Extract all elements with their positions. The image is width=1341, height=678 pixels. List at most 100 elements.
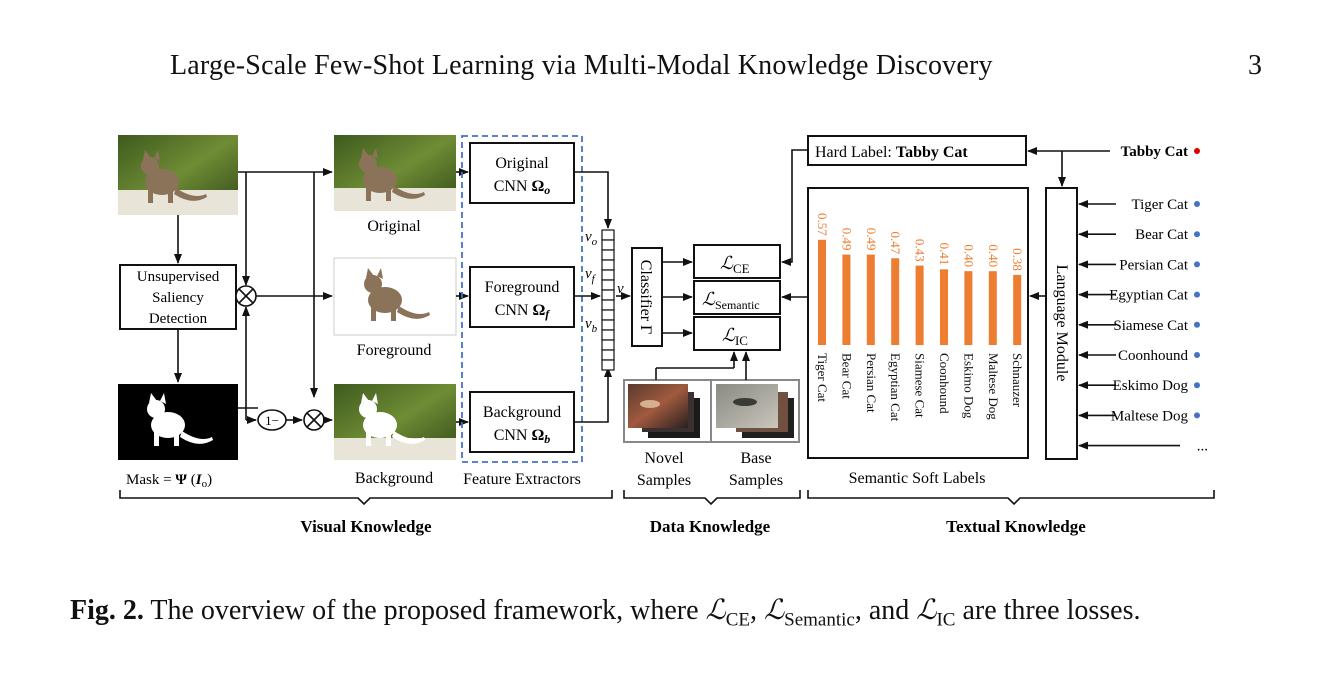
soft-label-bar bbox=[915, 265, 924, 345]
classifier-box bbox=[631, 247, 663, 347]
saliency-line-3: Detection bbox=[149, 311, 208, 327]
textual-knowledge-label: Textual Knowledge bbox=[946, 517, 1086, 536]
vector-cell bbox=[601, 329, 615, 341]
page-number: 3 bbox=[1248, 50, 1262, 81]
foreground-cnn-box bbox=[469, 266, 575, 328]
background-image-label: Background bbox=[355, 470, 433, 487]
vector-cell bbox=[601, 319, 615, 331]
class-name-dot bbox=[1194, 291, 1200, 298]
background-cnn-line1: Background bbox=[483, 404, 561, 421]
textual-knowledge-brace bbox=[807, 490, 1215, 506]
data-knowledge-brace bbox=[623, 490, 801, 506]
class-name-label: Tiger Cat bbox=[1131, 197, 1188, 213]
loss-semantic-box bbox=[693, 280, 781, 315]
soft-label-value: 0.40 bbox=[986, 244, 1001, 267]
loss-ce-label: ℒCE bbox=[720, 253, 750, 276]
class-name-dot bbox=[1194, 321, 1200, 328]
vb-label: vb bbox=[585, 316, 598, 335]
source-image bbox=[118, 135, 238, 215]
feature-extractors-frame bbox=[461, 135, 583, 463]
loss-ic-label: ℒIC bbox=[722, 325, 748, 348]
soft-label-value: 0.49 bbox=[839, 228, 854, 251]
caption-loss-ce: ℒ bbox=[705, 595, 726, 626]
class-name-dot bbox=[1194, 412, 1200, 419]
vector-cell bbox=[601, 229, 615, 241]
soft-label-category: Egyptian Cat bbox=[888, 353, 903, 422]
background-image bbox=[334, 384, 456, 460]
class-name-label: Persian Cat bbox=[1119, 257, 1189, 273]
soft-label-bar bbox=[940, 269, 948, 345]
foreground-cnn-line2: CNN Ωf bbox=[495, 302, 551, 321]
class-name-dot bbox=[1194, 382, 1200, 389]
soft-label-bar bbox=[988, 271, 997, 345]
language-module-label: Language Module bbox=[1053, 265, 1070, 382]
soft-label-bar bbox=[891, 258, 900, 345]
caption-loss-ic-sub: IC bbox=[936, 609, 956, 631]
vector-cell bbox=[601, 249, 615, 261]
foreground-image-label: Foreground bbox=[357, 342, 432, 359]
vector-cell bbox=[601, 289, 615, 301]
novel-samples-label-1: Novel bbox=[644, 450, 684, 467]
loss-ic-box bbox=[693, 316, 781, 351]
hard-label-box bbox=[807, 135, 1027, 166]
soft-label-bar bbox=[842, 254, 851, 345]
novel-samples-stack bbox=[628, 384, 700, 438]
base-samples-label-1: Base bbox=[740, 450, 771, 467]
caption-loss-semantic-sub: Semantic bbox=[784, 609, 855, 631]
class-name-label: Siamese Cat bbox=[1113, 318, 1188, 334]
loss-semantic-label: ℒSemantic bbox=[702, 289, 760, 312]
caption-loss-ic: ℒ bbox=[916, 595, 937, 626]
background-cnn-line2: CNN Ωb bbox=[494, 427, 551, 446]
soft-label-category: Tiger Cat bbox=[815, 353, 830, 402]
soft-labels-title: Semantic Soft Labels bbox=[849, 470, 986, 487]
saliency-line-2: Saliency bbox=[152, 290, 204, 306]
svg-text:1−: 1− bbox=[265, 413, 279, 428]
language-module-box bbox=[1045, 187, 1078, 460]
caption-loss-ce-sub: CE bbox=[725, 609, 750, 631]
original-image-label: Original bbox=[367, 218, 421, 235]
soft-label-value: 0.38 bbox=[1010, 248, 1025, 271]
novel-samples-label-2: Samples bbox=[637, 472, 691, 489]
soft-label-category: Siamese Cat bbox=[913, 353, 928, 418]
soft-label-bar bbox=[866, 254, 875, 345]
vector-cell bbox=[601, 269, 615, 281]
soft-label-value: 0.43 bbox=[913, 239, 928, 262]
soft-label-bar bbox=[818, 239, 826, 345]
class-name-label: Maltese Dog bbox=[1111, 408, 1189, 424]
caption-text-4: are three losses. bbox=[955, 595, 1141, 626]
class-name-label: Eskimo Dog bbox=[1113, 378, 1189, 394]
caption-text-1: The overview of the proposed framework, … bbox=[143, 595, 706, 626]
feature-extractors-label: Feature Extractors bbox=[463, 471, 581, 488]
class-name-label: ... bbox=[1197, 439, 1208, 455]
soft-label-bar bbox=[1013, 274, 1022, 345]
original-image bbox=[334, 135, 456, 211]
vector-cell bbox=[601, 359, 615, 371]
soft-label-value: 0.57 bbox=[815, 213, 830, 236]
caption-text-3: , and bbox=[854, 595, 917, 626]
caption-figure-label: Fig. 2. bbox=[70, 595, 144, 626]
class-name-dot bbox=[1194, 352, 1200, 358]
soft-label-category: Bear Cat bbox=[839, 353, 854, 399]
class-name-dot bbox=[1194, 231, 1200, 238]
hard-label-text: Hard Label: Tabby Cat bbox=[815, 144, 968, 161]
saliency-line-1: Unsupervised bbox=[137, 269, 220, 285]
mask-label: Mask = Ψ (Io) bbox=[126, 472, 212, 490]
saliency-detection-box bbox=[119, 264, 237, 330]
tabby-cat-input: Tabby Cat bbox=[1121, 144, 1188, 160]
foreground-image bbox=[333, 257, 457, 336]
soft-label-category: Coonhound bbox=[937, 353, 952, 414]
vector-cell bbox=[601, 259, 615, 271]
class-name-label: Bear Cat bbox=[1135, 227, 1189, 243]
one-minus-operator: 1− bbox=[257, 409, 287, 431]
v-label: v bbox=[617, 281, 624, 297]
caption-loss-semantic: ℒ bbox=[763, 595, 785, 626]
vector-cell bbox=[601, 349, 615, 361]
soft-label-category: Schnauzer bbox=[1010, 353, 1025, 408]
running-header-title: Large-Scale Few-Shot Learning via Multi-… bbox=[170, 50, 993, 81]
soft-label-value: 0.47 bbox=[888, 232, 903, 255]
class-name-label: Coonhound bbox=[1118, 348, 1189, 364]
tabby-cat-dot bbox=[1194, 148, 1200, 154]
soft-label-bar bbox=[964, 271, 973, 345]
